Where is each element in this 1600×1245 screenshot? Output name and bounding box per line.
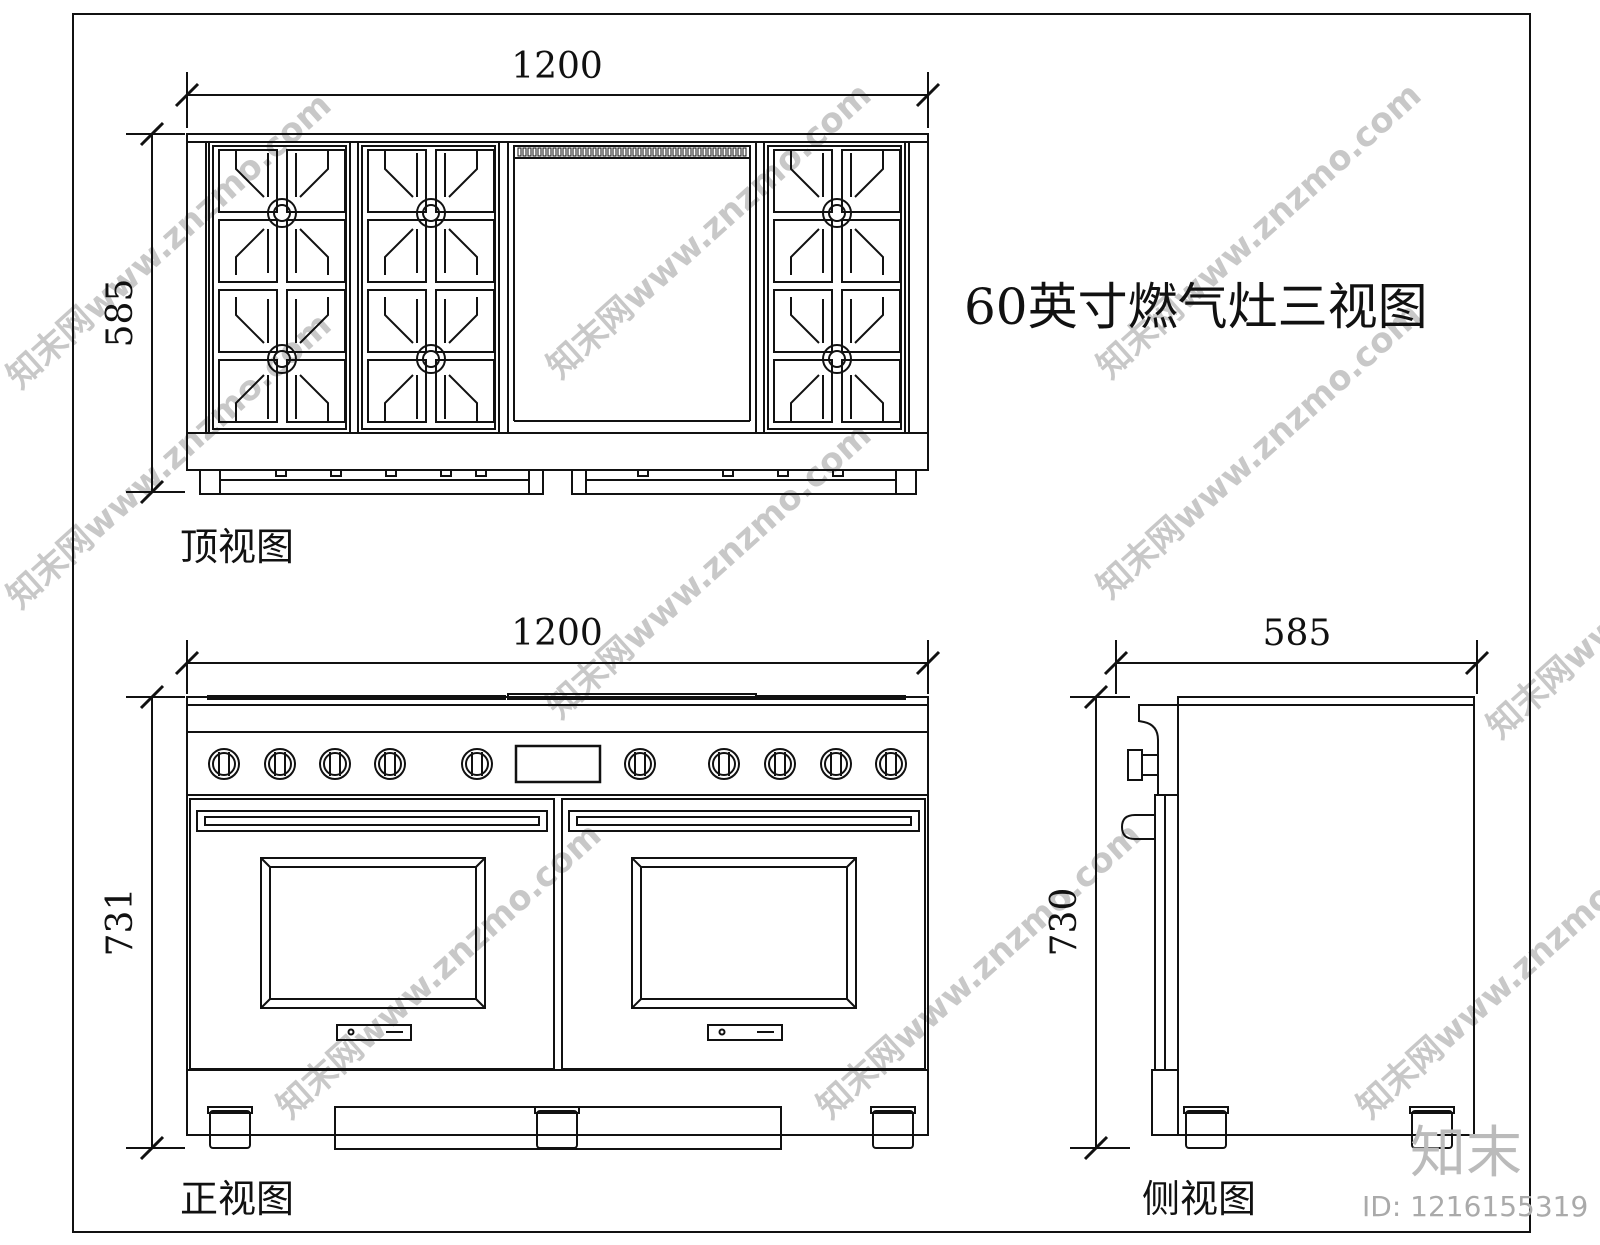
drawing-frame [72,13,1531,1233]
burner-grates [208,141,906,434]
watermark-text: 知末网www.znzmo.com [269,815,609,1127]
watermark-text: 知末网www.znzmo.com [539,415,879,727]
griddle-vents [517,147,747,157]
side-depth-dimension: 585 [1263,613,1332,654]
top-width-dimension: 1200 [511,46,603,87]
top-depth-dimension: 585 [100,279,141,348]
side-view-label: 侧视图 [1142,1177,1256,1221]
side-view [1070,640,1490,1161]
watermark-text: 知末网www.znzmo.com [1479,435,1600,747]
control-knobs [208,748,907,780]
top-view-label: 顶视图 [180,525,294,569]
front-view-label: 正视图 [180,1177,294,1221]
watermark-text: 知末网www.znzmo.com [809,815,1149,1127]
watermark-id: ID: 1216155319 [1362,1190,1588,1223]
watermark-brand: 知末 [1410,1121,1522,1186]
watermark-text: 知末网www.znzmo.com [539,75,879,387]
top-view [126,72,941,505]
front-height-dimension: 731 [100,888,141,957]
drawing-title: 60英寸燃气灶三视图 [964,278,1428,336]
side-height-dimension: 730 [1044,888,1085,957]
top-knob-stubs [275,469,844,477]
front-width-dimension: 1200 [511,613,603,654]
front-view [126,640,941,1161]
